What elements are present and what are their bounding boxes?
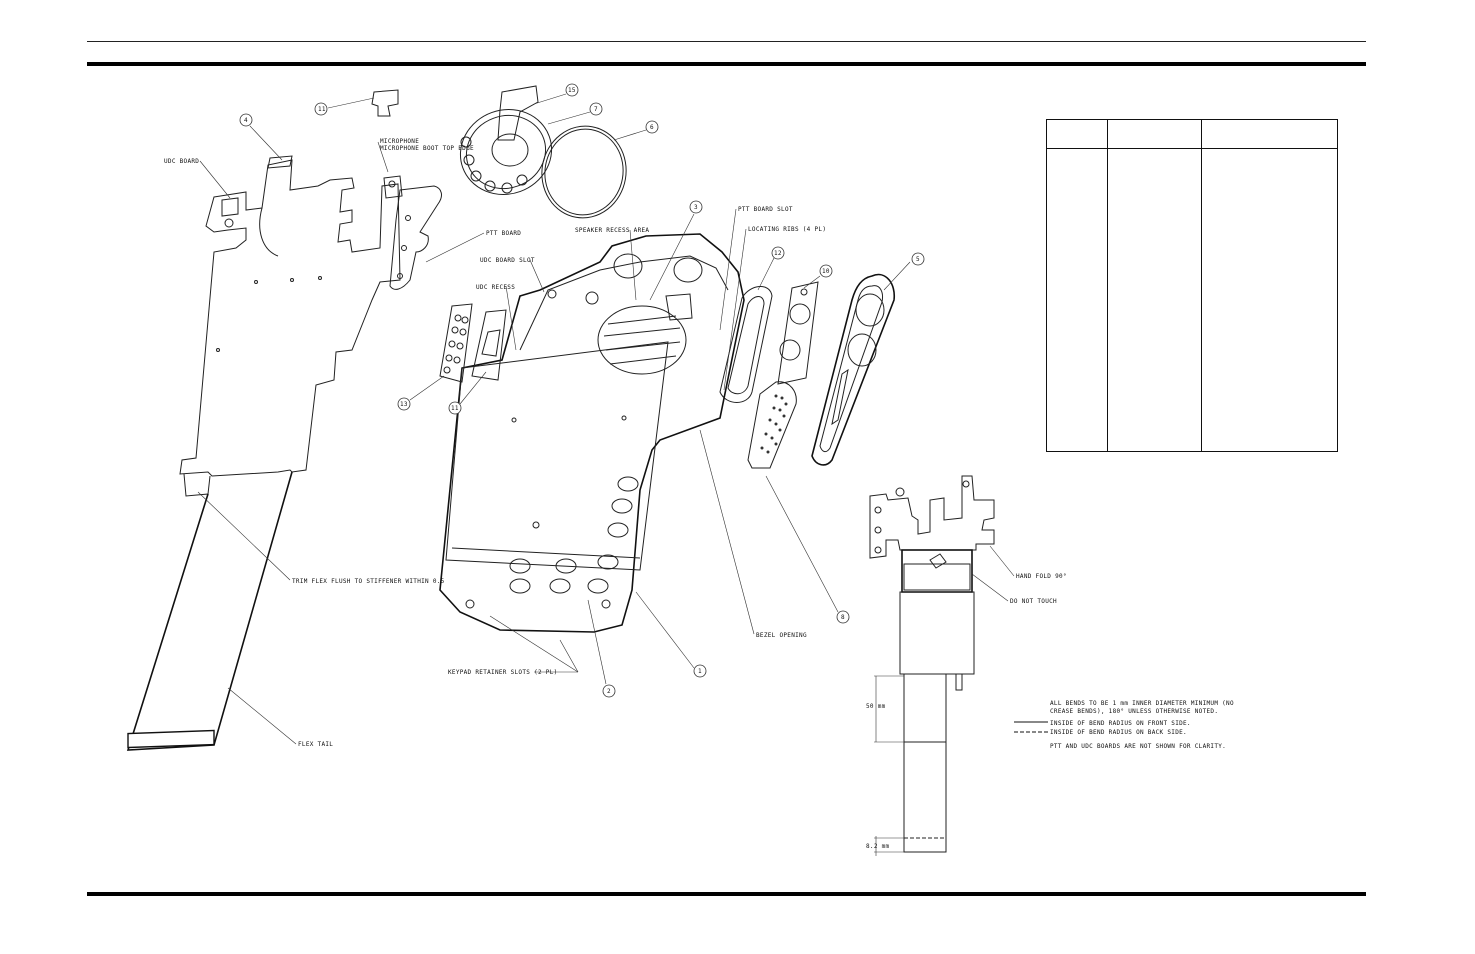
label-locating-ribs: LOCATING RIBS (4 PL) [748, 226, 826, 233]
part-13-keypad [439, 303, 473, 383]
label-hand-fold: HAND FOLD 90° [1016, 573, 1067, 580]
parts-table [1046, 119, 1338, 452]
label-keypad-slots: KEYPAD RETAINER SLOTS (2 PL) [448, 669, 558, 676]
part-14-clip [371, 89, 399, 117]
label-trim-flex: TRIM FLEX FLUSH TO STIFFENER WITHIN 0.5 [292, 578, 445, 585]
note-line-1: ALL BENDS TO BE 1 mm INNER DIAMETER MINI… [1050, 700, 1234, 707]
svg-text:13: 13 [400, 401, 408, 408]
part-5-bezel [811, 273, 896, 466]
svg-text:1: 1 [698, 668, 702, 675]
annotation-labels: UDC BOARD MICROPHONE MICROPHONE BOOT TOP… [164, 138, 826, 748]
label-ptt-board: PTT BOARD [486, 230, 521, 237]
notes-block: ALL BENDS TO BE 1 mm INNER DIAMETER MINI… [1014, 700, 1234, 750]
note-line-2: CREASE BENDS), 180° UNLESS OTHERWISE NOT… [1050, 708, 1218, 715]
label-speaker-recess: SPEAKER RECESS AREA [575, 227, 649, 234]
label-microphone-boot: MICROPHONE BOOT TOP EDGE [380, 145, 474, 152]
svg-text:12: 12 [774, 250, 782, 257]
svg-text:15: 15 [568, 87, 576, 94]
label-udc-board-slot: UDC BOARD SLOT [480, 257, 535, 264]
svg-text:8: 8 [841, 614, 845, 621]
flex-circuit [126, 155, 442, 751]
parts-table-col-divider [1201, 120, 1202, 451]
note-legend-solid: INSIDE OF BEND RADIUS ON FRONT SIDE. [1050, 720, 1191, 727]
note-clarity: PTT AND UDC BOARDS ARE NOT SHOWN FOR CLA… [1050, 743, 1226, 750]
label-dim-8-2: 8.2 mm [866, 843, 890, 850]
housing-part-1 [439, 233, 745, 633]
svg-text:6: 6 [650, 124, 654, 131]
svg-text:11: 11 [318, 106, 326, 113]
part-12-gasket [719, 286, 773, 403]
fold-detail: 50 mm 8.2 mm HAND FOLD 90° DO NOT TOUCH [866, 475, 1067, 856]
part-11-seal [471, 309, 507, 381]
footer-rule-thick [87, 892, 1366, 896]
parts-table-col-divider [1107, 120, 1108, 451]
header-rule-thick [87, 62, 1366, 66]
keypad-buttons [509, 476, 639, 594]
svg-text:2: 2 [607, 688, 611, 695]
part-8-keypad [747, 381, 797, 469]
label-do-not-touch: DO NOT TOUCH [1010, 598, 1057, 605]
label-dim-50: 50 mm [866, 703, 886, 710]
label-flex-tail: FLEX TAIL [298, 741, 333, 748]
svg-text:10: 10 [822, 268, 830, 275]
svg-text:4: 4 [244, 117, 248, 124]
svg-text:3: 3 [694, 204, 698, 211]
label-ptt-board-slot: PTT BOARD SLOT [738, 206, 793, 213]
callouts: 11 4 15 7 6 3 12 10 5 13 11 8 1 2 [239, 83, 925, 698]
label-bezel-opening: BEZEL OPENING [756, 632, 807, 639]
speaker-assembly [459, 85, 627, 219]
svg-text:5: 5 [916, 256, 920, 263]
part-10-board [777, 281, 819, 385]
svg-text:11: 11 [451, 405, 459, 412]
label-microphone-boot-1: MICROPHONE [380, 138, 419, 145]
header-rule-thin [87, 41, 1366, 42]
parts-table-header [1047, 120, 1337, 149]
svg-text:7: 7 [594, 106, 598, 113]
label-udc-board: UDC BOARD [164, 158, 199, 165]
note-legend-dashed: INSIDE OF BEND RADIUS ON BACK SIDE. [1050, 729, 1187, 736]
label-udc-recess: UDC RECESS [476, 284, 515, 291]
